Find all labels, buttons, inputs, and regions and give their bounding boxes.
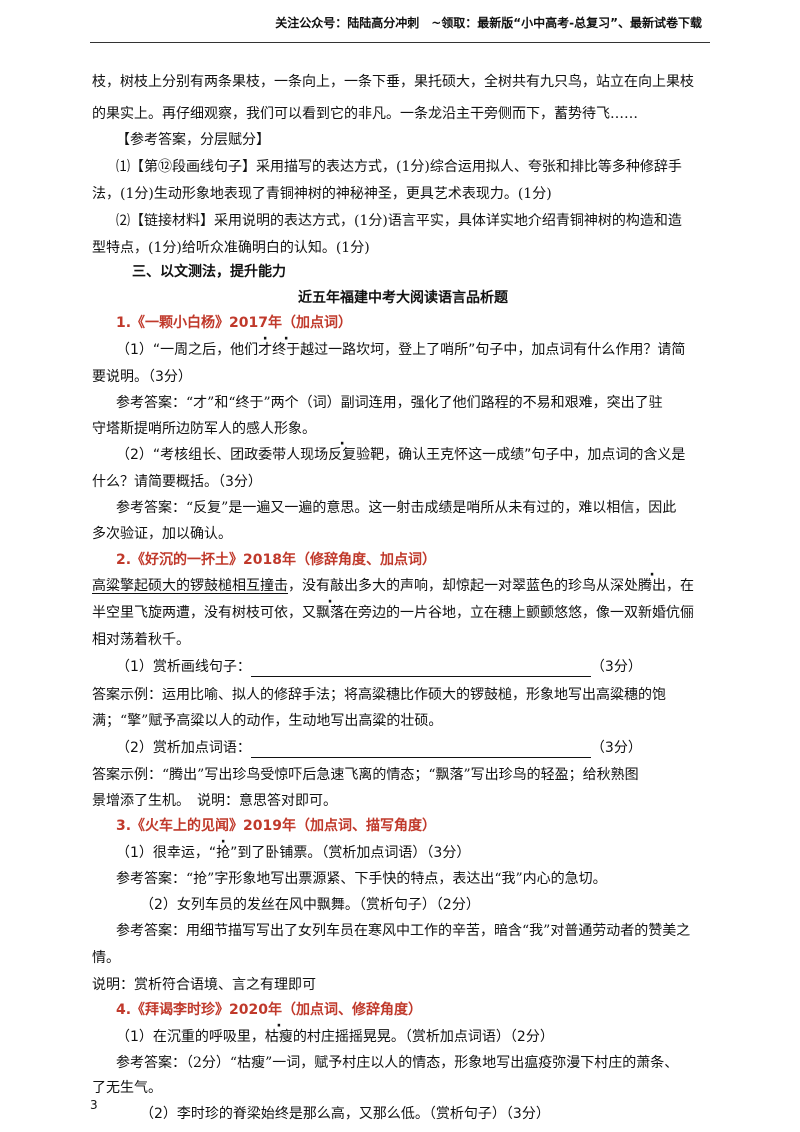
page-header: 关注公众号：陆陆高分冲刺 ~领取：最新版“小中高考-总复习”、最新试卷下载: [275, 16, 702, 30]
answer-line: 守塔斯提哨所边防军人的感人形象。: [92, 421, 316, 437]
body-line: 的果实上。再仔细观察，我们可以看到它的非凡。一条龙沿主干旁侧而下，蓄势待飞……: [92, 106, 638, 122]
question-line: （2）赏析加点词语：（3分）: [116, 740, 642, 758]
answer-line: 参考答案：“反复”是一遍又一遍的意思。这一射击成绩是哨所从未有过的，难以相信，因…: [116, 500, 677, 516]
passage-line: 相对荡着秋千。: [92, 632, 190, 648]
question-line: 要说明。（3分）: [92, 369, 192, 385]
emphasis-word: 飘落: [316, 603, 344, 623]
question-line: （2）女列车员的发丝在风中飘舞。（赏析句子）（2分）: [140, 897, 480, 913]
question-line: （1）很幸运，“抢”到了卧铺票。（赏析加点词语）（3分）: [116, 843, 470, 863]
question-heading: 4.《拜谒李时珍》2020年（加点词、修辞角度）: [116, 1002, 423, 1018]
passage-line: 高粱擎起硕大的锣鼓槌相互撞击，没有敲出多大的声响，却惊起一对翠蓝色的珍鸟从深处腾…: [92, 576, 694, 596]
question-line: （1）“一周之后，他们才终于越过一路坎坷，登上了哨所”句子中，加点词有什么作用？…: [116, 340, 685, 360]
answer-line: 参考答案：“抢”字形象地写出票源紧、下手快的特点，表达出“我”内心的急切。: [116, 871, 607, 887]
question-heading: 3.《火车上的见闻》2019年（加点词、描写角度）: [116, 818, 437, 834]
answer-line: 景增添了生机。 说明：意思答对即可。: [92, 793, 337, 809]
emphasis-word: 抢: [216, 843, 230, 863]
question-line: （1）赏析画线句子：（3分）: [116, 659, 642, 677]
emphasis-word: 腾出: [638, 576, 666, 596]
answer-line: 满；“擎”赋予高粱以人的动作，生动地写出高粱的壮硕。: [92, 713, 443, 729]
emphasis-word: 终于: [272, 340, 300, 360]
answer-line: 情。: [92, 950, 120, 966]
emphasis-word: 枯瘦: [265, 1027, 293, 1047]
section-heading: 三、以文测法，提升能力: [132, 264, 286, 280]
question-line: （2）李时珍的脊梁始终是那么高，又那么低。（赏析句子）（3分）: [140, 1106, 550, 1122]
passage-line: 半空里飞旋两遭，没有树枝可依，又飘落在旁边的一片谷地，立在穗上颤颤悠悠，像一双新…: [92, 603, 694, 623]
answer-line: 参考答案：“才”和“终于”两个（词）副词连用，强化了他们路程的不易和艰难，突出了…: [116, 395, 663, 411]
answer-line: 答案示例：运用比喻、拟人的修辞手法；将高粱穗比作硕大的锣鼓槌，形象地写出高粱穗的…: [92, 687, 666, 703]
emphasis-word: 才: [258, 340, 272, 360]
question-line: （1）在沉重的呼吸里，枯瘦的村庄摇摇晃晃。（赏析加点词语）（2分）: [116, 1027, 554, 1047]
answer-line: 参考答案：用细节描写写出了女列车员在寒风中工作的辛苦，暗含“我”对普通劳动者的赞…: [116, 923, 691, 939]
question-line: （2）“考核组长、团政委带人现场反复验靶，确认王克怀这一成绩”句子中，加点词的含…: [116, 445, 685, 465]
emphasis-word: 反复: [328, 445, 356, 465]
answer-line: 型特点，(1分)给听众准确明白的认知。(1分): [92, 240, 370, 256]
header-rule: [90, 42, 710, 43]
note-line: 说明：赏析符合语境、言之有理即可: [92, 977, 316, 993]
question-line: 什么？请简要概括。（3分）: [92, 474, 262, 490]
answer-blank[interactable]: [250, 743, 591, 758]
body-line: 枝，树枝上分别有两条果枝，一条向上，一条下垂，果托硕大，全树共有九只鸟，站立在向…: [92, 74, 694, 90]
answer-line: ⑵【链接材料】采用说明的表达方式，(1分)语言平实，具体详实地介绍青铜神树的构造…: [116, 213, 682, 229]
question-heading: 1.《一颗小白杨》2017年（加点词）: [116, 315, 353, 331]
answer-line: 答案示例：“腾出”写出珍鸟受惊吓后急速飞离的情态；“飘落”写出珍鸟的轻盈；给秋熟…: [92, 767, 639, 783]
answer-line: 了无生气。: [92, 1080, 162, 1096]
answer-line: ⑴【第⑫段画线句子】采用描写的表达方式，(1分)综合运用拟人、夸张和排比等多种修…: [116, 159, 682, 175]
answer-line: 法，(1分)生动形象地表现了青铜神树的神秘神圣，更具艺术表现力。(1分): [92, 186, 552, 202]
question-heading: 2.《好沉的一抔土》2018年（修辞角度、加点词）: [116, 552, 437, 568]
section-subtitle: 近五年福建中考大阅读语言品析题: [298, 290, 508, 306]
answer-heading: 【参考答案，分层赋分】: [116, 132, 270, 148]
underlined-sentence: 高粱擎起硕大的锣鼓槌相互撞击: [92, 578, 288, 594]
page-number: 3: [90, 1098, 98, 1112]
answer-line: 参考答案：（2分）“枯瘦”一词，赋予村庄以人的情态，形象地写出瘟疫弥漫下村庄的萧…: [116, 1055, 679, 1071]
answer-line: 多次验证，加以确认。: [92, 526, 232, 542]
answer-blank[interactable]: [250, 662, 591, 677]
